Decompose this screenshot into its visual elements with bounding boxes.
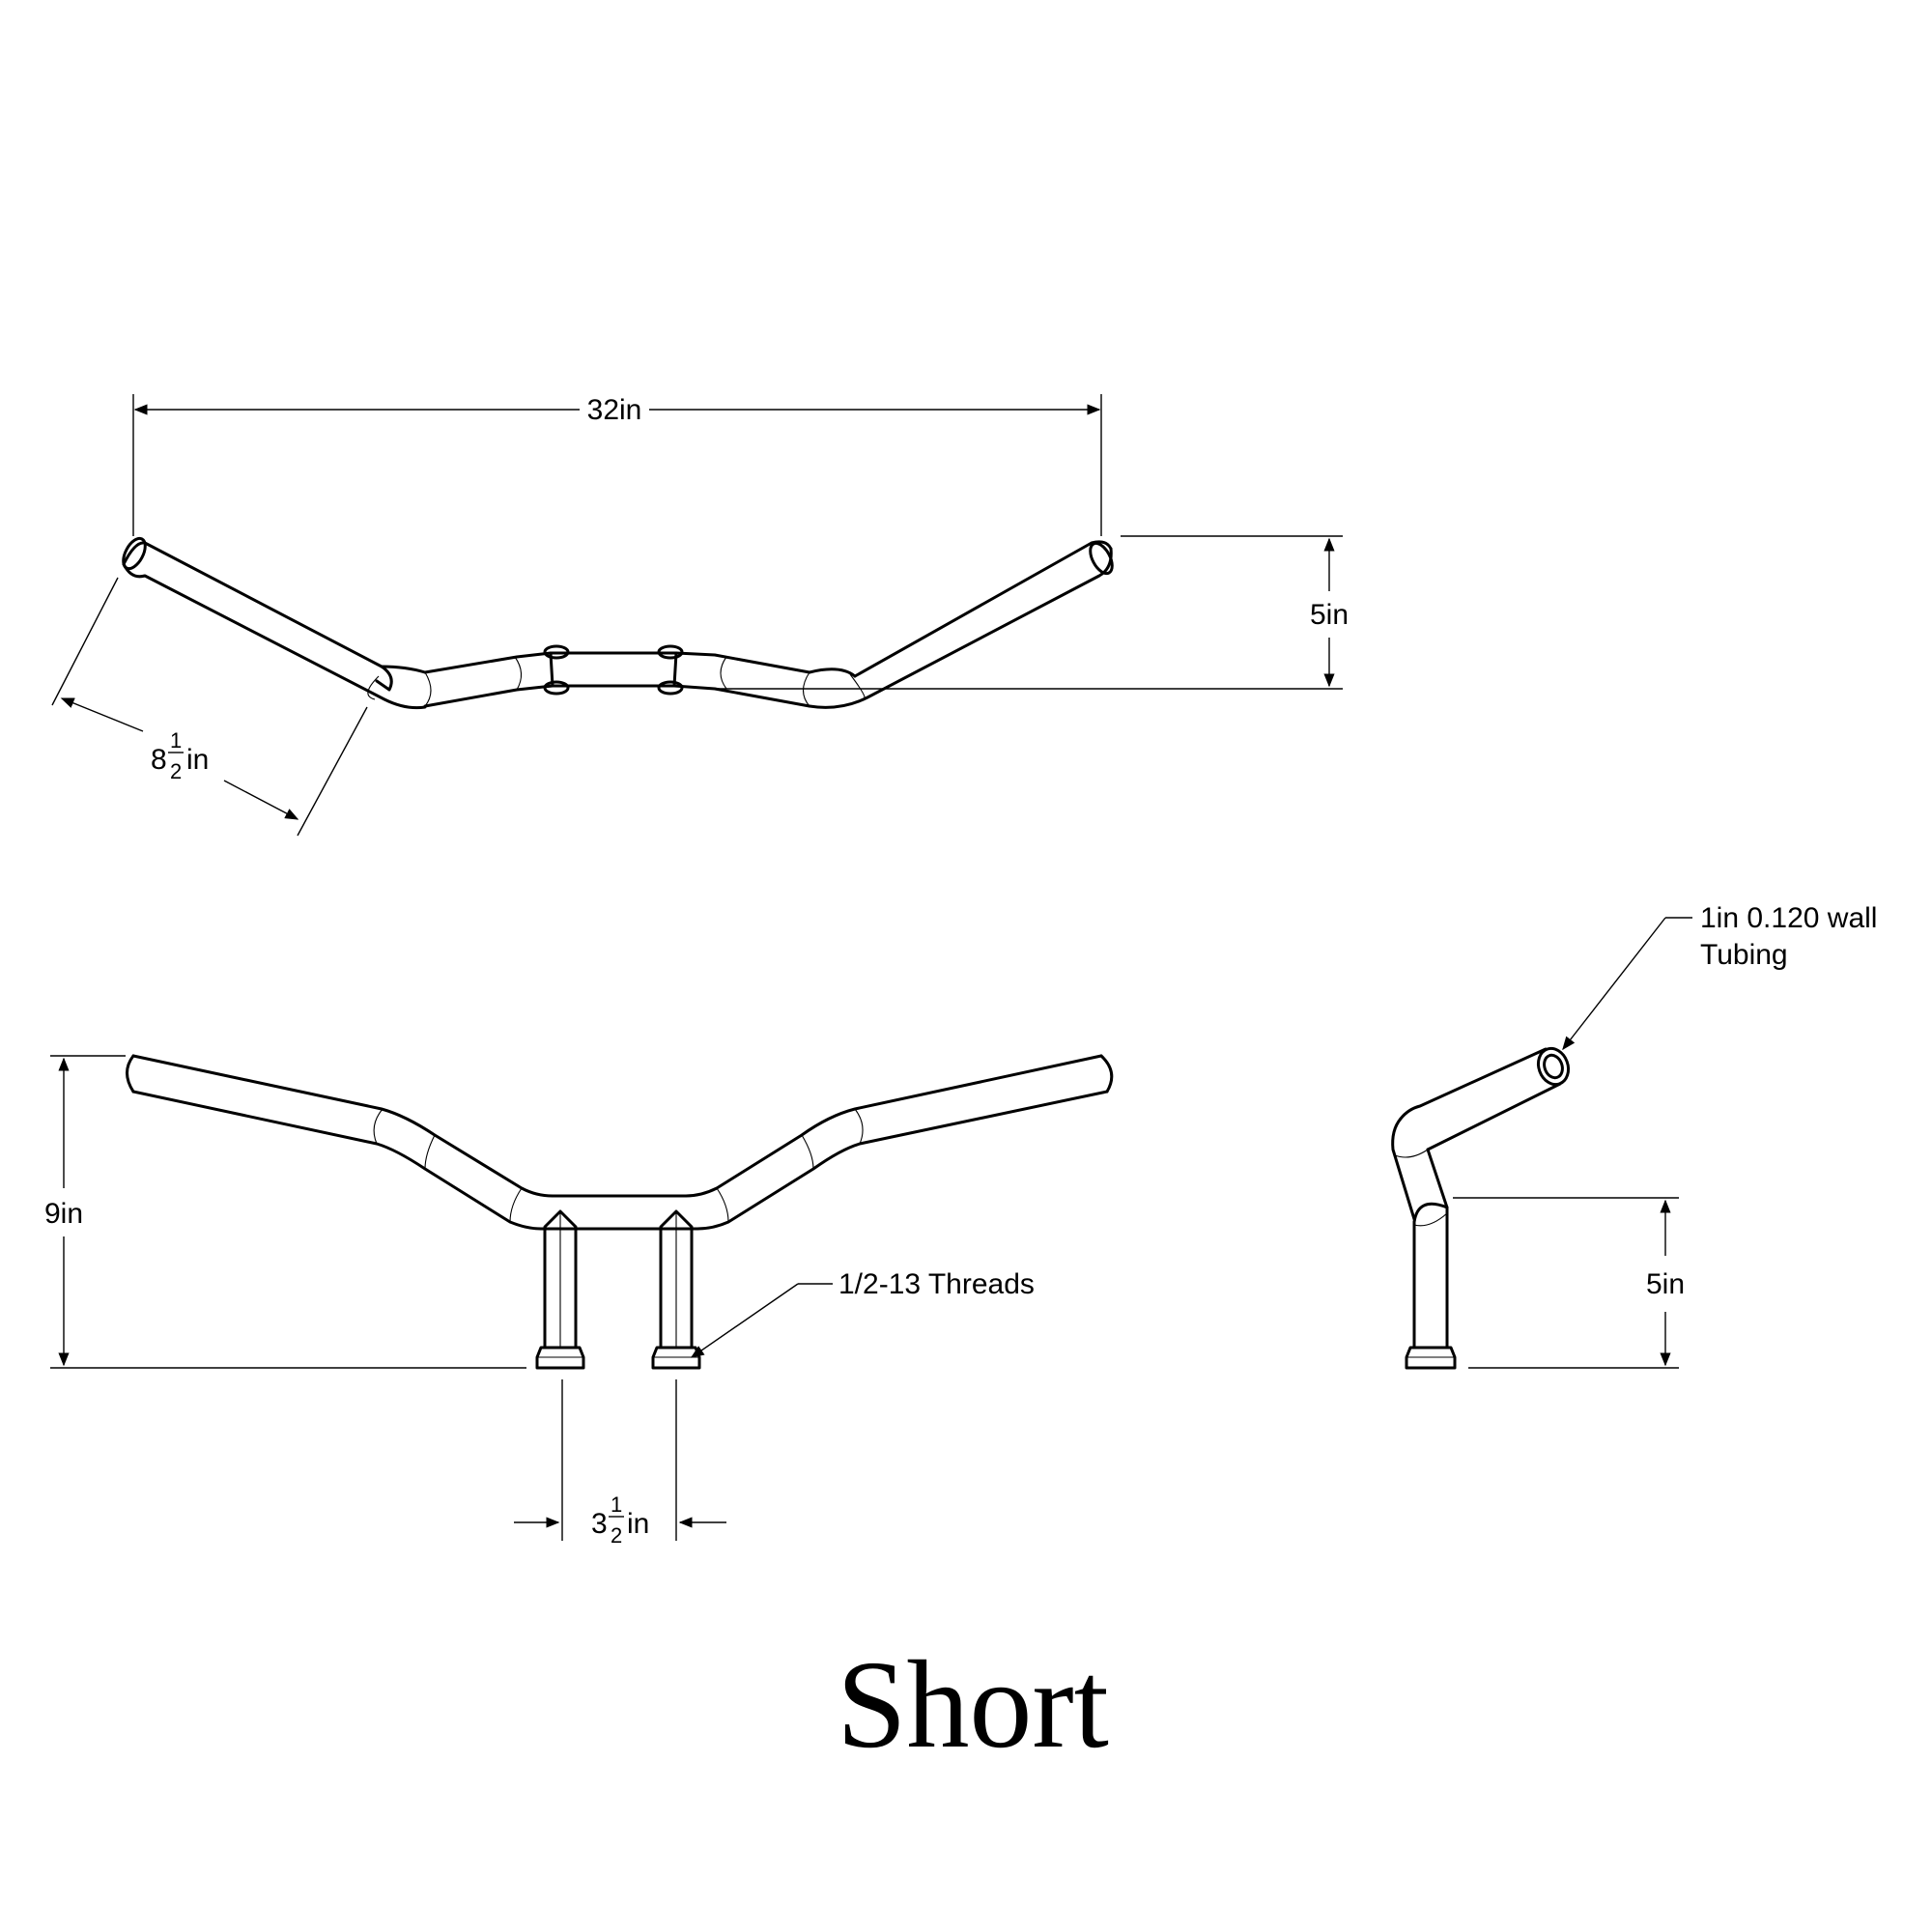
threads-label: 1/2-13 Threads [838,1268,1035,1300]
width-dimension: 32in [132,394,1102,536]
threads-callout: 1/2-13 Threads [690,1268,1035,1358]
spacing-numerator: 1 [611,1492,622,1517]
tubing-line2: Tubing [1700,939,1788,971]
pullback-denominator: 2 [170,759,182,783]
top-view-handlebar [122,536,1114,710]
height-dimension: 9in [44,1055,526,1369]
tubing-callout: 1in 0.120 wall Tubing [1562,902,1877,1051]
rise-label: 5in [1310,599,1349,631]
riser-dimension: 5in [1453,1197,1685,1369]
spacing-dimension: 3 1 2 in [514,1379,726,1548]
spacing-unit: in [627,1508,649,1540]
tubing-line1: 1in 0.120 wall [1700,902,1877,934]
top-view: 32in 5in 8 1 2 in [51,394,1349,837]
width-label: 32in [587,394,642,426]
riser-label: 5in [1646,1268,1685,1300]
spacing-whole: 3 [591,1508,608,1540]
rise-dimension: 5in [715,535,1349,690]
front-view-handlebar [126,1054,1114,1370]
pullback-dimension: 8 1 2 in [51,577,368,837]
side-view-handlebar [1391,1046,1571,1370]
height-label: 9in [44,1198,83,1230]
pullback-numerator: 1 [170,728,182,753]
pullback-unit: in [186,744,209,776]
spacing-denominator: 2 [611,1523,622,1548]
pullback-whole: 8 [151,744,167,776]
side-view: 5in 1in 0.120 wall Tubing [1391,902,1877,1370]
front-view: 9in 1/2-13 Threads 3 1 2 in [44,1054,1114,1548]
drawing-title: Short [837,1635,1109,1775]
